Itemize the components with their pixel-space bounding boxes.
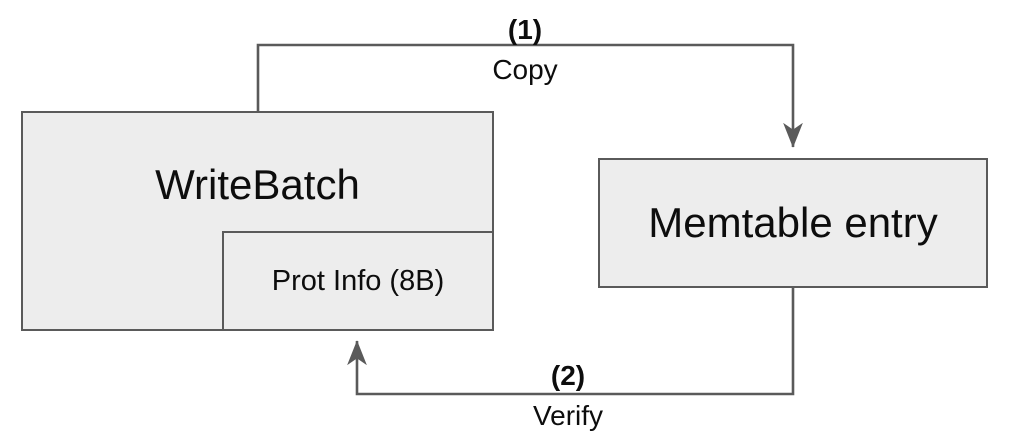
node-memtable-entry[interactable] [598, 158, 988, 288]
edge-copy-label: Copy [492, 54, 558, 85]
edge-copy-number: (1) [507, 14, 543, 45]
node-prot-info-label: Prot Info (8B) [271, 265, 445, 297]
edge-verify-label: Verify [532, 400, 604, 431]
node-prot-info[interactable] [222, 231, 494, 331]
node-memtable-entry-label: Memtable entry [648, 199, 938, 246]
edge-verify-connector [347, 288, 795, 396]
node-writebatch-label: WriteBatch [155, 161, 360, 208]
edge-verify-number: (2) [550, 360, 586, 391]
edge-copy-connector [256, 43, 803, 148]
